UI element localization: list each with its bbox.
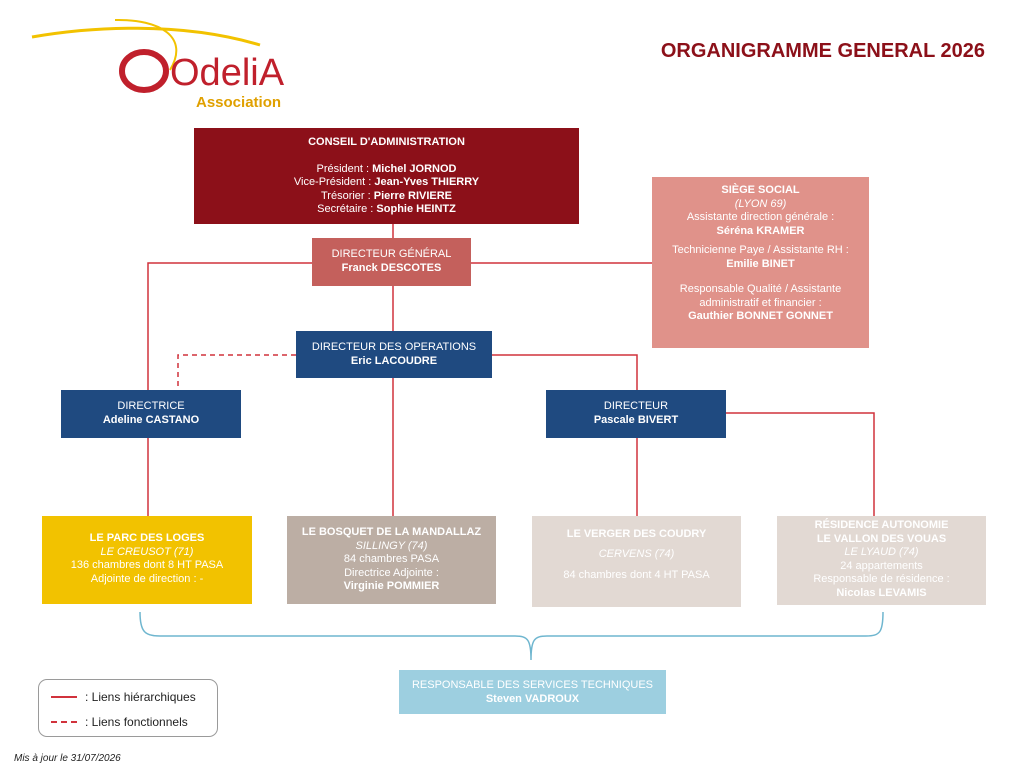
site-capacity: 136 chambres dont 8 HT PASA: [70, 559, 224, 571]
directeur-name: Pascale BIVERT: [593, 413, 679, 426]
conseil-row: Président : Michel JORNOD: [316, 162, 457, 175]
odelia-logo: OdeliA Association: [31, 18, 285, 111]
update-date: Mis à jour le 31/07/2026: [14, 753, 121, 764]
tech-name: Steven VADROUX: [485, 692, 580, 705]
link-dops-directrice-functional: [177, 354, 296, 390]
directrice-box: DIRECTRICE Adeline CASTANO: [61, 390, 241, 438]
tech-brace: [139, 611, 884, 661]
site-verger-box: LE VERGER DES COUDRY CERVENS (74) 84 cha…: [532, 516, 741, 607]
site-capacity: 84 chambres PASA: [343, 553, 440, 565]
page-title: ORGANIGRAMME GENERAL 2026: [660, 40, 985, 62]
legend-hierarchical: : Liens hiérarchiques: [51, 690, 196, 704]
link-dg-directrice: [147, 262, 312, 390]
dg-role: DIRECTEUR GÉNÉRAL: [331, 248, 452, 260]
dops-name: Eric LACOUDRE: [350, 354, 438, 367]
site-location: LE LYAUD (74): [844, 546, 919, 558]
site-parc-box: LE PARC DES LOGES LE CREUSOT (71) 136 ch…: [42, 516, 252, 604]
conseil-box: CONSEIL D'ADMINISTRATION Président : Mic…: [194, 128, 579, 224]
legend-functional: : Liens fonctionnels: [51, 715, 188, 729]
site-bosquet-box: LE BOSQUET DE LA MANDALLAZ SILLINGY (74)…: [287, 516, 496, 604]
logo-tagline: Association: [196, 94, 281, 111]
siege-name: Gauthier BONNET GONNET: [688, 310, 833, 322]
site-name-line2: LE VALLON DES VOUAS: [816, 532, 947, 545]
siege-name: Séréna KRAMER: [716, 224, 805, 237]
site-capacity: 84 chambres dont 4 HT PASA: [563, 569, 710, 581]
site-extra-name: Virginie POMMIER: [343, 580, 440, 592]
site-name-line1: RÉSIDENCE AUTONOMIE: [814, 519, 949, 531]
link-directeur-vallon: [726, 412, 875, 516]
site-extra-role: Responsable de résidence :: [813, 573, 950, 585]
site-extra: Adjointe de direction : -: [90, 572, 204, 585]
legend: : Liens hiérarchiques : Liens fonctionne…: [38, 679, 218, 737]
siege-role: Responsable Qualité / Assistante adminis…: [679, 283, 842, 309]
dops-box: DIRECTEUR DES OPERATIONS Eric LACOUDRE: [296, 331, 492, 378]
site-name: LE BOSQUET DE LA MANDALLAZ: [301, 526, 482, 538]
site-extra-name: Nicolas LEVAMIS: [836, 586, 927, 599]
logo-wordmark: OdeliA: [170, 52, 285, 94]
site-location: SILLINGY (74): [355, 539, 428, 552]
siege-location: (LYON 69): [734, 197, 787, 210]
dops-role: DIRECTEUR DES OPERATIONS: [311, 341, 477, 353]
tech-role: RESPONSABLE DES SERVICES TECHNIQUES: [411, 679, 654, 691]
conseil-heading: CONSEIL D'ADMINISTRATION: [308, 136, 465, 148]
directrice-role: DIRECTRICE: [117, 400, 185, 412]
siege-name: Emilie BINET: [726, 257, 795, 270]
dg-name: Franck DESCOTES: [341, 261, 442, 274]
site-name: LE VERGER DES COUDRY: [566, 528, 707, 540]
directeur-role: DIRECTEUR: [603, 400, 669, 412]
site-name: LE PARC DES LOGES: [89, 532, 205, 544]
conseil-row: Secrétaire : Sophie HEINTZ: [317, 203, 456, 215]
conseil-row: Trésorier : Pierre RIVIERE: [320, 189, 453, 202]
siege-role: Technicienne Paye / Assistante RH :: [672, 244, 849, 256]
site-location: CERVENS (74): [598, 547, 675, 560]
dg-box: DIRECTEUR GÉNÉRAL Franck DESCOTES: [312, 238, 471, 286]
link-dops-directeur: [492, 354, 638, 390]
siege-role: Assistante direction générale :: [686, 211, 835, 223]
directeur-box: DIRECTEUR Pascale BIVERT: [546, 390, 726, 438]
site-location: LE CREUSOT (71): [100, 545, 194, 558]
conseil-row: Vice-Président : Jean-Yves THIERRY: [293, 176, 480, 188]
siege-heading: SIÈGE SOCIAL: [721, 184, 800, 196]
directrice-name: Adeline CASTANO: [102, 413, 200, 426]
dashed-line-icon: [51, 721, 77, 723]
solid-line-icon: [51, 696, 77, 698]
logo-swoosh: [31, 26, 261, 47]
siege-box: SIÈGE SOCIAL (LYON 69) Assistante direct…: [652, 177, 869, 348]
site-capacity: 24 appartements: [840, 559, 923, 572]
site-vallon-box: RÉSIDENCE AUTONOMIE LE VALLON DES VOUAS …: [777, 516, 986, 605]
site-extra-role: Directrice Adjointe :: [344, 566, 439, 579]
tech-box: RESPONSABLE DES SERVICES TECHNIQUES Stev…: [399, 670, 666, 714]
